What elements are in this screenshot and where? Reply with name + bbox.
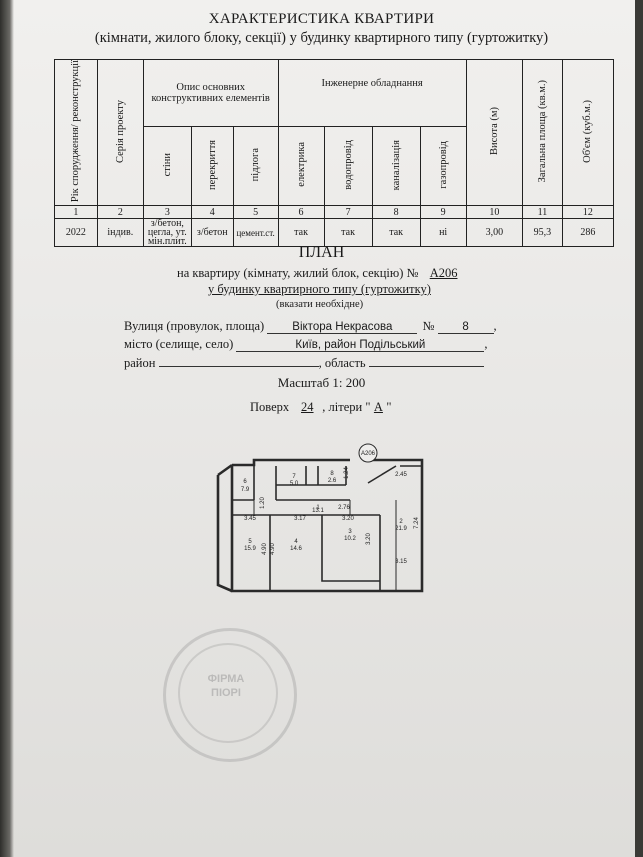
room-area: 21.9	[395, 526, 407, 532]
room-area: 5.0	[290, 481, 299, 487]
room-no: 8	[330, 471, 334, 477]
district-row: район , область	[124, 356, 484, 371]
letter-value: А	[373, 400, 383, 414]
header-height: Висота (м)	[465, 58, 524, 207]
room-no: 3	[348, 529, 352, 535]
city-row: місто (селище, село) Київ, район Подільс…	[124, 337, 488, 352]
col-num: 4	[190, 205, 234, 220]
room-area: 14.6	[290, 546, 302, 552]
header-engineering: Інженерне обладнання	[277, 58, 467, 128]
value-area: 95,3	[522, 218, 563, 248]
dimension: 1.20	[260, 497, 266, 509]
header-area: Загальна площа (кв.м.)	[522, 58, 563, 207]
room-area: 13.1	[312, 508, 324, 514]
value-water: так	[323, 218, 373, 248]
room-area: 10.2	[344, 536, 356, 542]
values-row: 2022 індив. з/бетон, цегла, ут. мін.плит…	[54, 218, 615, 248]
value-electric: так	[277, 218, 325, 248]
header-year: Рік спорудження/ реконструкції	[54, 58, 98, 207]
room-no: 2	[399, 519, 403, 525]
value-sewer: так	[371, 218, 421, 248]
header-gas: газопровід	[419, 126, 467, 207]
room-no: 4	[294, 539, 298, 545]
apartment-tag: А206	[361, 451, 376, 457]
dimension: 3.17	[294, 516, 306, 522]
floor-row: Поверх 24, літери "А"	[250, 400, 392, 414]
dimension: 2.76	[338, 505, 350, 511]
document-title: ХАРАКТЕРИСТИКА КВАРТИРИ	[208, 11, 435, 27]
dimension: 3.45	[244, 516, 256, 522]
street-row: Вулиця (провулок, площа) Віктора Некрасо…	[124, 319, 497, 334]
dimension: 3.20	[366, 533, 372, 545]
plan-title: ПЛАН	[298, 244, 345, 261]
value-year: 2022	[54, 218, 98, 248]
stamp-text: ФІРМА ПІОРІ	[207, 673, 245, 699]
col-num: 9	[419, 205, 467, 220]
scale-label: Масштаб 1: 200	[277, 375, 366, 390]
floor-plan: А206 6 7.9 7 5.0 8 2.6 1 13.1 5 15.9 4 1…	[216, 443, 424, 593]
value-series: індив.	[96, 218, 144, 248]
col-num: 5	[232, 205, 279, 220]
apartment-number: А206	[429, 266, 458, 280]
column-numbers-row: 1 2 3 4 5 6 7 8 9 10 11 12	[54, 205, 615, 220]
col-num: 2	[96, 205, 144, 220]
faded-stamp	[163, 628, 297, 762]
value-gas: ні	[419, 218, 467, 248]
header-walls: стіни	[142, 126, 192, 207]
value-volume: 286	[561, 218, 615, 248]
col-num: 3	[142, 205, 192, 220]
characteristics-table: Рік спорудження/ реконструкції Серія про…	[54, 58, 615, 248]
header-electric: електрика	[277, 126, 325, 207]
room-area: 2.6	[328, 478, 337, 484]
dimension: 2.45	[395, 472, 407, 478]
document-subtitle: (кімнати, жилого блоку, секції) у будинк…	[94, 30, 549, 46]
dimension: 4.90	[270, 543, 276, 555]
street-value: Віктора Некрасова	[267, 321, 418, 334]
room-no: 5	[248, 539, 252, 545]
plan-apartment-line: на квартиру (кімнату, жилий блок, секцію…	[177, 266, 466, 281]
col-num: 12	[561, 205, 615, 220]
dimension: 1.24	[344, 467, 350, 479]
dimension: 4.90	[262, 543, 268, 555]
value-height: 3,00	[465, 218, 524, 248]
plan-note: (вказати необхідне)	[276, 299, 364, 310]
header-volume: Об'єм (куб.м.)	[561, 58, 615, 207]
col-num: 6	[277, 205, 325, 220]
header-sewer: каналізація	[371, 126, 421, 207]
col-num: 11	[522, 205, 563, 220]
dimension: 3.15	[395, 559, 407, 565]
col-num: 8	[371, 205, 421, 220]
plan-building-line: у будинку квартирного типу (гуртожитку)	[208, 282, 431, 296]
room-no: 7	[292, 474, 296, 480]
room-area: 15.9	[244, 546, 256, 552]
header-floors: перекриття	[190, 126, 234, 207]
col-num: 7	[323, 205, 373, 220]
page-edge-shadow	[0, 0, 14, 857]
value-walls: з/бетон, цегла, ут. мін.плит.	[142, 218, 192, 248]
header-construction: Опис основних конструктивних елементів	[142, 58, 279, 128]
header-series: Серія проекту	[96, 58, 144, 207]
house-number: 8	[437, 321, 494, 334]
header-flooring: підлога	[232, 126, 279, 207]
apartment-tag-circle	[358, 443, 378, 463]
value-flooring: цемент.ст.	[232, 218, 279, 248]
header-water: водопровід	[323, 126, 373, 207]
room-no: 1	[316, 505, 320, 511]
value-floors: з/бетон	[190, 218, 234, 248]
dimension: 7.24	[414, 517, 420, 529]
col-num: 10	[465, 205, 524, 220]
faded-stamp-inner	[178, 643, 278, 743]
room-no: 6	[243, 479, 247, 485]
room-area: 7.9	[241, 487, 250, 493]
dimension: 3.20	[342, 516, 354, 522]
floor-value: 24	[301, 400, 314, 414]
city-value: Київ, район Подільський	[236, 339, 485, 352]
col-num: 1	[54, 205, 98, 220]
